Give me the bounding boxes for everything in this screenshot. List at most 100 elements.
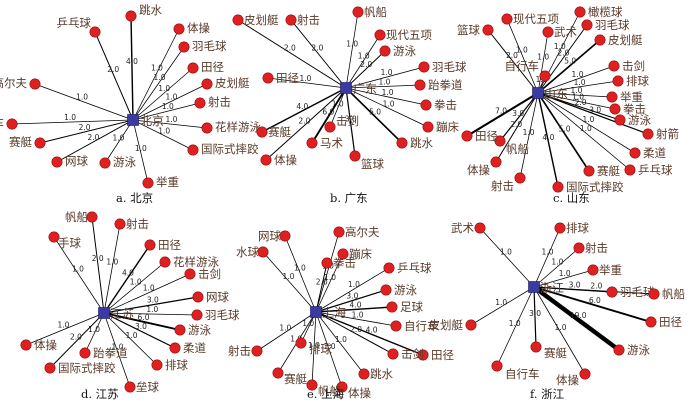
sport-node-label: 射击 <box>208 95 231 109</box>
sport-node <box>142 177 154 189</box>
edge-line <box>315 311 365 375</box>
node-layer: 皮划艇射击帆船现代五项游泳羽毛球跆拳道拳击蹦床跳水篮球击剑马术体操赛艇田径广东 <box>232 5 467 171</box>
edge-line <box>537 65 615 94</box>
edge-line <box>132 119 208 129</box>
sport-node-label: 国际式摔跤 <box>566 180 624 194</box>
edge-weight-label: 3.0 <box>589 105 601 114</box>
province-hub <box>98 307 110 319</box>
edge-line <box>315 231 340 313</box>
province-hub <box>310 306 322 318</box>
sport-node <box>174 324 186 336</box>
edge-weight-label: 1.0 <box>574 78 586 87</box>
subfigure-caption: c. 山东 <box>553 191 590 205</box>
edge-weight-label: 19.0 <box>570 311 587 320</box>
sport-node-label: 帆船 <box>364 5 387 19</box>
sport-node-label: 赛艇 <box>9 135 32 149</box>
edge-weight-label: 2.0 <box>92 254 104 263</box>
sport-node <box>251 345 263 357</box>
edge-weight-label: 2.0 <box>558 49 570 58</box>
sport-node-label: 自行车 <box>505 367 540 381</box>
edge-line <box>537 31 549 94</box>
sport-node <box>6 118 18 130</box>
edge-line <box>345 66 425 89</box>
edge-weight-label: 7.0 <box>495 106 507 115</box>
sport-node-label: 柔道 <box>183 341 206 355</box>
edge-line <box>315 253 344 313</box>
sport-node-label: 排球 <box>165 358 188 372</box>
sport-node <box>144 239 156 251</box>
sport-node <box>501 13 513 25</box>
edge-line <box>345 50 386 89</box>
sport-node-label: 举重 <box>156 175 179 189</box>
edge-line <box>533 269 594 288</box>
subfigure-caption: d. 江苏 <box>81 387 119 401</box>
edge-line <box>132 46 185 121</box>
edge-weight-label: 1.0 <box>158 127 170 136</box>
edge-line <box>537 24 588 94</box>
edge-line <box>103 261 166 314</box>
sport-node <box>48 231 60 243</box>
sport-node <box>337 248 349 260</box>
sport-node <box>379 45 391 57</box>
sport-node <box>151 359 163 371</box>
sport-node-label: 皮划艇 <box>215 76 250 90</box>
sport-node-label: 田径 <box>475 129 498 143</box>
edge-line <box>499 92 539 142</box>
sport-node-label: 水球 <box>236 245 259 259</box>
edge-weight-label: 1.0 <box>324 273 336 282</box>
edge-weight-label: 1.0 <box>509 319 521 328</box>
edge-line <box>345 87 356 157</box>
edge-weight-label: 1.0 <box>57 321 69 330</box>
sport-node-label: 游泳 <box>393 44 416 58</box>
sport-node-label: 体操 <box>274 153 297 167</box>
sport-node-label: 蹦床 <box>436 120 459 134</box>
node-layer: 武术排球射击举重羽毛球帆船田径游泳体操赛艇自行车皮划艇浙江 <box>429 221 686 387</box>
edge-line <box>533 247 580 288</box>
edge-layer: 2.01.01.01.02.05.01.01.01.01.01.02.03.01… <box>466 11 649 188</box>
edge-weight-label: 2.0 <box>284 44 296 53</box>
sport-node <box>491 360 503 372</box>
edge-weight-label: 1.0 <box>279 323 291 332</box>
edge-line <box>311 87 347 144</box>
edge-weight-label: 1.0 <box>299 74 311 83</box>
sport-node-label: 网球 <box>206 290 229 304</box>
edge-line <box>103 312 158 366</box>
sport-node <box>125 10 137 22</box>
edge-line <box>537 92 616 110</box>
edge-line <box>537 92 649 135</box>
sport-node-label: 击剑 <box>401 347 424 361</box>
sport-node <box>612 75 624 87</box>
sport-node-label: 乒乓球 <box>57 16 92 30</box>
edge-weight-label: 1.0 <box>112 342 124 351</box>
sport-node-label: 体操 <box>187 21 210 35</box>
sport-node-label: 乒乓球 <box>397 261 432 275</box>
edge-line <box>537 92 631 171</box>
edge-line <box>103 273 191 314</box>
sport-node-label: 击剑 <box>336 114 359 128</box>
sport-node-label: 田径 <box>158 238 181 252</box>
edge-line <box>267 77 347 89</box>
sport-node-label: 举重 <box>620 90 643 104</box>
sport-node <box>490 156 502 168</box>
sport-node-label: 射击 <box>126 217 149 231</box>
edge-line <box>39 119 134 144</box>
edge-line <box>103 244 151 314</box>
edge-weight-label: 1.0 <box>537 52 549 61</box>
sport-node <box>642 128 654 140</box>
sport-node-label: 花样游泳 <box>215 120 261 134</box>
sport-node <box>465 319 477 331</box>
sport-node-label: 武术 <box>554 25 577 39</box>
sport-node-label: 皮划艇 <box>608 33 643 47</box>
edge-weight-label: 1.0 <box>542 247 554 256</box>
edge-line <box>284 235 317 313</box>
sport-node <box>645 316 657 328</box>
sport-node-label: 赛艇 <box>544 346 567 360</box>
edge-weight-label: 1.0 <box>358 51 370 60</box>
edge-weight-label: 2.0 <box>360 60 372 69</box>
sport-node-label: 现代五项 <box>386 28 432 42</box>
sport-node-label: 射箭 <box>656 127 679 141</box>
sport-node <box>324 121 336 133</box>
sport-node <box>624 164 636 176</box>
